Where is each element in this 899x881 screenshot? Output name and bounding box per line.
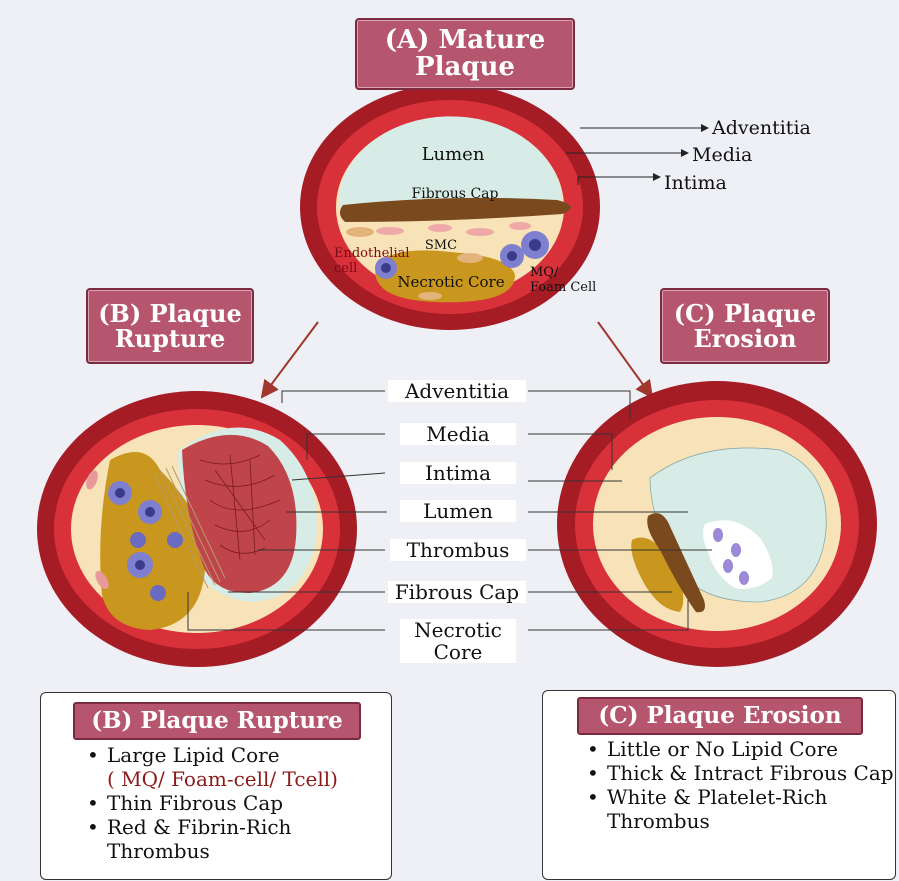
center-label-media: Media bbox=[400, 423, 516, 445]
center-label-necrotic-core: Necrotic Core bbox=[400, 619, 516, 663]
arrow-to-rupture bbox=[262, 322, 318, 397]
rupture-feature-red-thrombus: Red & Fibrin-Rich Thrombus bbox=[107, 815, 397, 863]
title-plaque-erosion: (C) Plaque Erosion bbox=[660, 288, 830, 364]
mature-fibrous-cap-label: Fibrous Cap bbox=[412, 186, 499, 202]
erosion-feature-thick-cap: Thick & Intract Fibrous Cap bbox=[607, 761, 899, 785]
center-label-lumen: Lumen bbox=[400, 500, 516, 522]
mature-lumen-label: Lumen bbox=[422, 144, 485, 165]
mature-necrotic-core-label: Necrotic Core bbox=[397, 273, 504, 291]
erosion-vessel bbox=[557, 381, 877, 667]
center-label-intima: Intima bbox=[400, 462, 516, 484]
center-label-thrombus: Thrombus bbox=[390, 539, 526, 561]
erosion-panel-title: (C) Plaque Erosion bbox=[577, 697, 863, 735]
center-label-fibrous-cap: Fibrous Cap bbox=[388, 581, 526, 603]
rupture-feature-list: Large Lipid Core( MQ/ Foam-cell/ Tcell) … bbox=[85, 743, 397, 863]
erosion-feature-lipid-core: Little or No Lipid Core bbox=[607, 737, 899, 761]
erosion-feature-white-thrombus: White & Platelet-Rich Thrombus bbox=[607, 785, 899, 833]
rupture-summary-panel: (B) Plaque Rupture Large Lipid Core( MQ/… bbox=[40, 692, 392, 880]
mature-smc-label: SMC bbox=[425, 238, 457, 253]
mature-media-label: Media bbox=[692, 144, 752, 166]
rupture-feature-thin-cap: Thin Fibrous Cap bbox=[107, 791, 397, 815]
mature-intima-label: Intima bbox=[664, 172, 727, 194]
mature-adventitia-label: Adventitia bbox=[711, 117, 811, 139]
erosion-feature-list: Little or No Lipid Core Thick & Intract … bbox=[585, 737, 899, 833]
erosion-summary-panel: (C) Plaque Erosion Little or No Lipid Co… bbox=[542, 690, 896, 880]
rupture-feature-cell-types: ( MQ/ Foam-cell/ Tcell) bbox=[107, 767, 397, 791]
title-plaque-rupture: (B) Plaque Rupture bbox=[86, 288, 254, 364]
title-mature-plaque: (A) Mature Plaque bbox=[355, 18, 575, 90]
rupture-feature-lipid-core: Large Lipid Core( MQ/ Foam-cell/ Tcell) bbox=[107, 743, 397, 791]
center-label-adventitia: Adventitia bbox=[388, 380, 526, 402]
arrow-to-erosion bbox=[598, 322, 652, 397]
rupture-panel-title: (B) Plaque Rupture bbox=[73, 702, 361, 740]
rupture-vessel bbox=[37, 391, 357, 667]
